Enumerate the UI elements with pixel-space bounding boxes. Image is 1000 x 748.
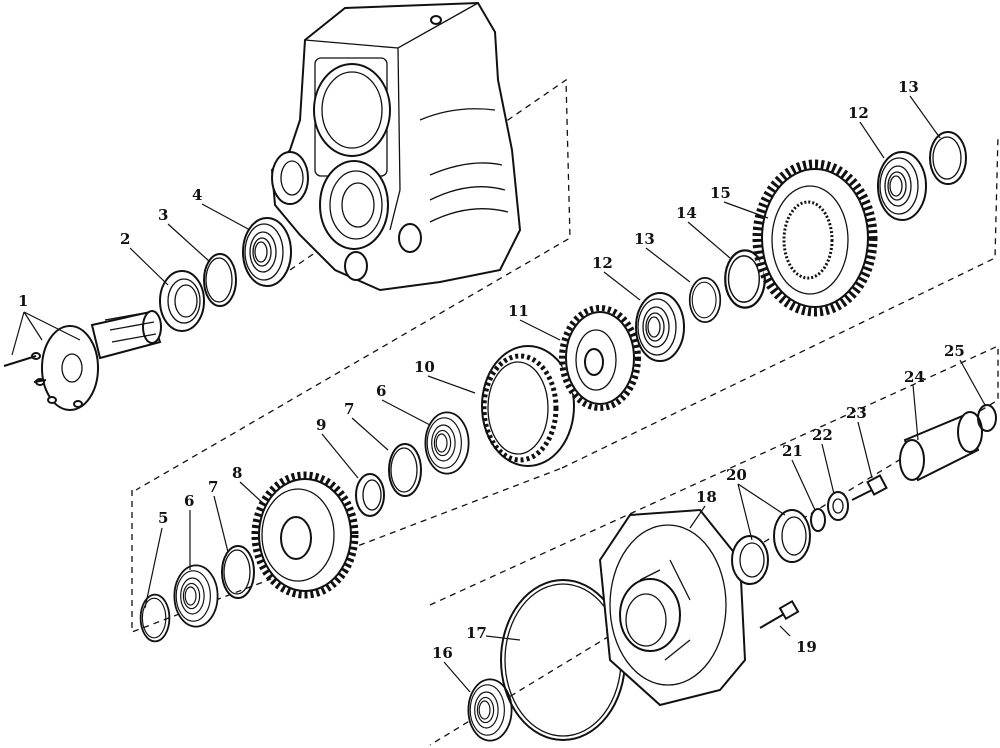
- part-11-sun-gear: [559, 305, 641, 411]
- part-25-ring: [977, 404, 997, 432]
- part-5-snap-ring: [139, 593, 171, 643]
- assembly-boundary-lower: [429, 344, 999, 746]
- callout-23: 23: [846, 404, 867, 422]
- callout-2: 2: [120, 230, 130, 248]
- callout-labels: 1 2 3 4 5 6 6 7 7 8 9 10 11 12 12 13 13 …: [18, 78, 965, 662]
- callout-3: 3: [158, 206, 168, 224]
- part-7-snap-ring-upper: [388, 443, 422, 497]
- callout-4: 4: [192, 186, 202, 204]
- part-21-washer: [810, 508, 826, 532]
- part-6-bearing-upper: [424, 411, 470, 475]
- callout-12-upper: 12: [848, 104, 869, 122]
- callout-21: 21: [782, 442, 803, 460]
- callout-20: 20: [726, 466, 747, 484]
- part-13-snap-ring-upper: [929, 131, 967, 185]
- gearbox-housing: [270, 1, 522, 292]
- callout-12-middle: 12: [592, 254, 613, 272]
- callout-7-lower: 7: [208, 478, 218, 496]
- callout-18: 18: [696, 488, 717, 506]
- callout-10: 10: [414, 358, 435, 376]
- part-2-seal: [159, 270, 205, 332]
- callout-15: 15: [710, 184, 731, 202]
- part-10-ring-gear: [481, 345, 575, 467]
- callout-7-upper: 7: [344, 400, 354, 418]
- callout-24: 24: [904, 368, 925, 386]
- callout-8: 8: [232, 464, 242, 482]
- part-7-snap-ring-lower: [221, 545, 255, 599]
- callout-1: 1: [18, 292, 28, 310]
- part-1-output-flange-shaft: [3, 310, 162, 411]
- callout-16: 16: [432, 644, 453, 662]
- part-22-nut: [827, 491, 849, 521]
- callout-19: 19: [796, 638, 817, 656]
- callout-17: 17: [466, 624, 487, 642]
- part-12-bearing-upper: [877, 151, 927, 221]
- part-8-gear: [251, 471, 359, 599]
- part-6-bearing-lower: [173, 564, 219, 628]
- callout-11: 11: [508, 302, 529, 320]
- part-15-large-gear: [752, 159, 878, 317]
- callout-6-upper: 6: [376, 382, 386, 400]
- part-23-bolt: [851, 474, 888, 501]
- part-3-snap-ring: [203, 253, 237, 307]
- assembly-boundary-right: [561, 134, 999, 469]
- part-9-spacer: [355, 473, 385, 517]
- part-20-seal-inner: [731, 535, 769, 585]
- assembly-boundary-middle: [131, 467, 563, 633]
- part-13-washer-middle: [688, 277, 722, 323]
- part-12-bearing-middle: [635, 292, 685, 362]
- part-19-bolt: [759, 599, 800, 629]
- part-20-seal-outer: [773, 509, 811, 563]
- part-24-sleeve: [899, 411, 983, 482]
- part-18-cover: [598, 508, 747, 707]
- callout-14: 14: [676, 204, 697, 222]
- callout-13-middle: 13: [634, 230, 655, 248]
- callout-9: 9: [316, 416, 326, 434]
- callout-13-upper: 13: [898, 78, 919, 96]
- callout-25: 25: [944, 342, 965, 360]
- part-4-bearing: [242, 217, 292, 287]
- leader-lines: [11, 95, 986, 693]
- callout-6-lower: 6: [184, 492, 194, 510]
- callout-5: 5: [158, 509, 168, 527]
- callout-22: 22: [812, 426, 833, 444]
